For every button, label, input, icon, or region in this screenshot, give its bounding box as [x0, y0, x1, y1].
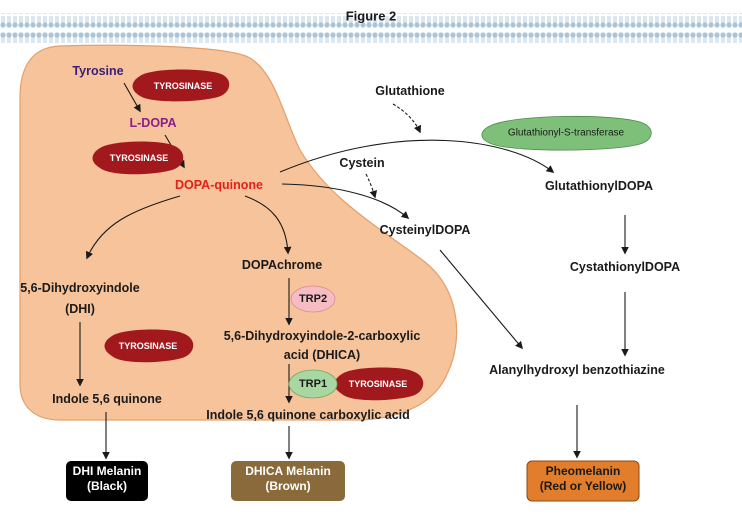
gst-blob: [481, 115, 652, 151]
arrow-dopaquinone-to-glutathionyldopa: [279, 139, 555, 173]
tyrosinase-blob-4: [334, 367, 424, 401]
dhi-melanin-box: DHI Melanin (Black): [66, 461, 148, 501]
label-dhi: 5,6-Dihydroxyindole: [20, 281, 140, 295]
tyrosinase-label-1: TYROSINASE: [153, 81, 213, 91]
pheomelanin-box-bg: [526, 460, 640, 502]
label-dhica-line2: acid (DHICA): [283, 348, 361, 362]
dhi-melanin-color: (Black): [86, 479, 127, 493]
arrow-dopaquinone-to-dhi: [85, 195, 181, 260]
dhica-melanin-box: DHICA Melanin (Brown): [231, 461, 345, 501]
label-dopaquinone: DOPA-quinone: [175, 178, 263, 192]
figure-title: Figure 2: [345, 8, 397, 24]
label-indole-quinone: Indole 5,6 quinone: [52, 392, 162, 406]
arrow-cystein-dashed: [365, 173, 378, 199]
tyrosinase-blob-3: [104, 329, 194, 363]
trp2-label: TRP2: [298, 293, 328, 305]
tyrosinase-label-2: TYROSINASE: [109, 153, 169, 163]
cell-membrane: [0, 13, 742, 43]
gst-label: Glutathionyl-S-transferase: [507, 127, 625, 139]
tyrosinase-blob-2: [92, 141, 184, 175]
label-ldopa: L-DOPA: [129, 116, 177, 130]
arrow-tyrosine-to-ldopa: [123, 82, 141, 113]
label-dhi-abbr: (DHI): [65, 302, 95, 316]
label-tyrosine: Tyrosine: [72, 64, 124, 78]
dhica-melanin-box-bg: [231, 461, 345, 501]
dhi-melanin-box-bg: [66, 461, 148, 501]
dhica-melanin-color: (Brown): [265, 479, 311, 493]
arrow-glutathione-dashed: [392, 103, 422, 134]
tyrosinase-blob-1: [132, 69, 230, 102]
label-dopachrome: DOPAchrome: [241, 258, 323, 272]
tyrosinase-label-4: TYROSINASE: [348, 379, 408, 389]
arrow-dopaquinone-to-dopachrome: [244, 195, 292, 255]
label-alanylhydroxyl-benzothiazine: Alanylhydroxyl benzothiazine: [489, 363, 665, 377]
arrow-dopaquinone-to-cysteinyldopa: [281, 183, 410, 220]
trp1-label: TRP1: [298, 378, 328, 390]
pheomelanin-color: (Red or Yellow): [539, 479, 627, 493]
label-cystathionyldopa: CystathionylDOPA: [569, 260, 681, 274]
label-dhica-line1: 5,6-Dihydroxyindole-2-carboxylic: [223, 329, 421, 343]
dhi-melanin-title: DHI Melanin: [72, 464, 142, 478]
label-cystein: Cystein: [339, 156, 385, 170]
pheomelanin-title: Pheomelanin: [545, 464, 621, 478]
melanosome-body: [19, 44, 458, 421]
pheomelanin-box: Pheomelanin (Red or Yellow): [527, 461, 639, 501]
label-indole-quinone-carboxylic: Indole 5,6 quinone carboxylic acid: [206, 408, 410, 422]
trp2-blob: [290, 285, 336, 313]
arrow-cysteinyldopa-to-alanyl: [439, 249, 523, 350]
label-glutathione: Glutathione: [375, 84, 445, 98]
trp1-blob: [288, 369, 338, 399]
tyrosinase-label-3: TYROSINASE: [118, 341, 178, 351]
label-cysteinyldopa: CysteinylDOPA: [379, 223, 471, 237]
dhica-melanin-title: DHICA Melanin: [245, 464, 331, 478]
label-glutathionyldopa: GlutathionylDOPA: [544, 179, 654, 193]
